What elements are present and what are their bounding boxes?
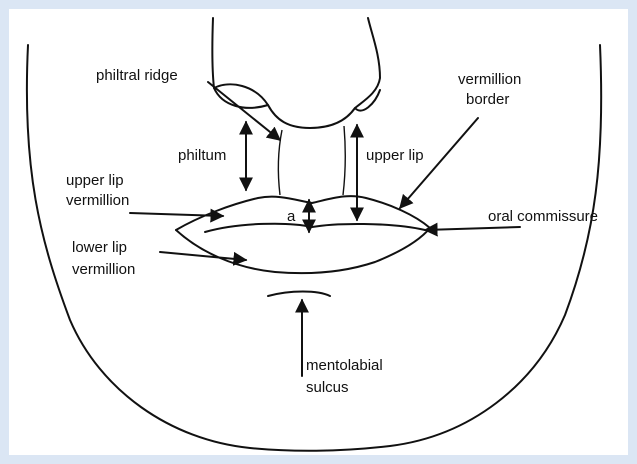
label-oral-commissure: oral commissure (488, 208, 598, 225)
oral-commissure-arrow (425, 227, 520, 230)
label-mentolabial-line2: sulcus (306, 379, 349, 396)
label-vermillion-border-line1: vermillion (458, 71, 521, 88)
mentolabial-sulcus-curve (268, 292, 330, 297)
philtral-ridge-right (343, 126, 345, 195)
label-upper-lip-vermillion-line1: upper lip (66, 172, 124, 189)
left-nostril (214, 88, 268, 108)
label-lower-lip-vermillion-line1: lower lip (72, 239, 127, 256)
philtral-ridge-arrow (208, 82, 280, 140)
label-a: a (287, 208, 296, 225)
label-mentolabial-line1: mentolabial (306, 357, 383, 374)
label-philtum: philtum (178, 147, 226, 164)
nose-outline (212, 18, 380, 128)
lower-lip-outline (176, 228, 430, 273)
label-upper-lip: upper lip (366, 147, 424, 164)
label-philtral-ridge: philtral ridge (96, 67, 178, 84)
label-upper-lip-vermillion-line2: vermillion (66, 192, 129, 209)
lower-lip-vermillion-arrow (160, 252, 246, 260)
label-lower-lip-vermillion-line2: vermillion (72, 261, 135, 278)
mouth-line (205, 224, 425, 232)
label-vermillion-border-line2: border (466, 91, 509, 108)
right-nostril (355, 90, 380, 111)
